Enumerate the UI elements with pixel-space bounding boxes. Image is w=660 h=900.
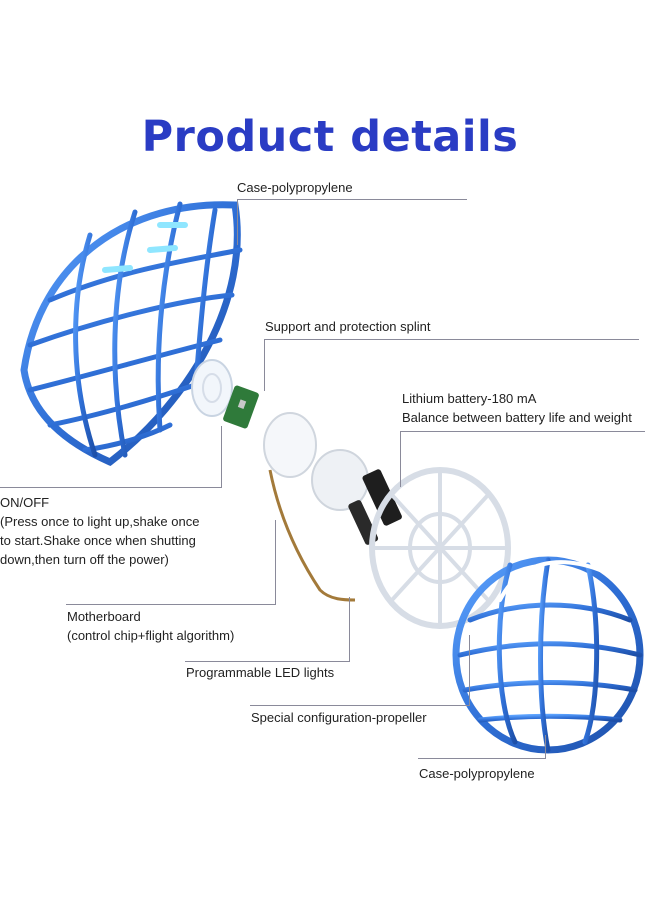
label-case-bottom: Case-polypropylene [419,766,535,781]
label-motherboard-line2: (control chip+flight algorithm) [67,628,235,643]
label-onoff-line3: to start.Shake once when shutting [0,533,196,548]
leader-led-h [185,661,350,662]
leader-onoff-v [221,426,222,488]
leader-battery-v [400,431,401,487]
leader-case-bottom-h [418,758,546,759]
label-motherboard: Motherboard (control chip+flight algorit… [67,607,234,645]
label-motherboard-line1: Motherboard [67,609,141,624]
label-onoff-line2: (Press once to light up,shake once [0,514,200,529]
leader-propeller-v [469,635,470,706]
label-onoff-line1: ON/OFF [0,495,50,510]
leader-onoff-h [0,487,222,488]
bottom-shell [452,556,644,754]
leader-splint-v [264,339,265,391]
label-case-top: Case-polypropylene [237,180,353,195]
label-onoff-line4: down,then turn off the power) [0,552,169,567]
label-splint: Support and protection splint [265,319,431,334]
label-battery-line1: Lithium battery-180 mA [402,391,537,406]
leader-case-bottom-v [545,735,546,759]
label-led: Programmable LED lights [186,665,335,680]
label-onoff: ON/OFF (Press once to light up,shake onc… [0,493,199,569]
label-propeller: Special configuration-propeller [251,710,427,725]
leader-motherboard-h [66,604,276,605]
leader-case-top-v [237,199,238,245]
leader-battery-h [400,431,645,432]
label-battery-line2: Balance between battery life and weight [402,410,632,425]
led-strip [268,469,356,602]
motherboard [223,385,259,429]
leader-splint-h [264,339,639,340]
leader-motherboard-v [275,520,276,605]
support-splint [191,359,233,417]
page-title: Product details [141,112,519,162]
leader-propeller-h [250,705,470,706]
top-shell [20,201,243,467]
propeller-cage [369,467,511,629]
leader-case-top-h [237,199,467,200]
label-battery: Lithium battery-180 mA Balance between b… [402,389,632,427]
leader-led-v [349,597,350,662]
